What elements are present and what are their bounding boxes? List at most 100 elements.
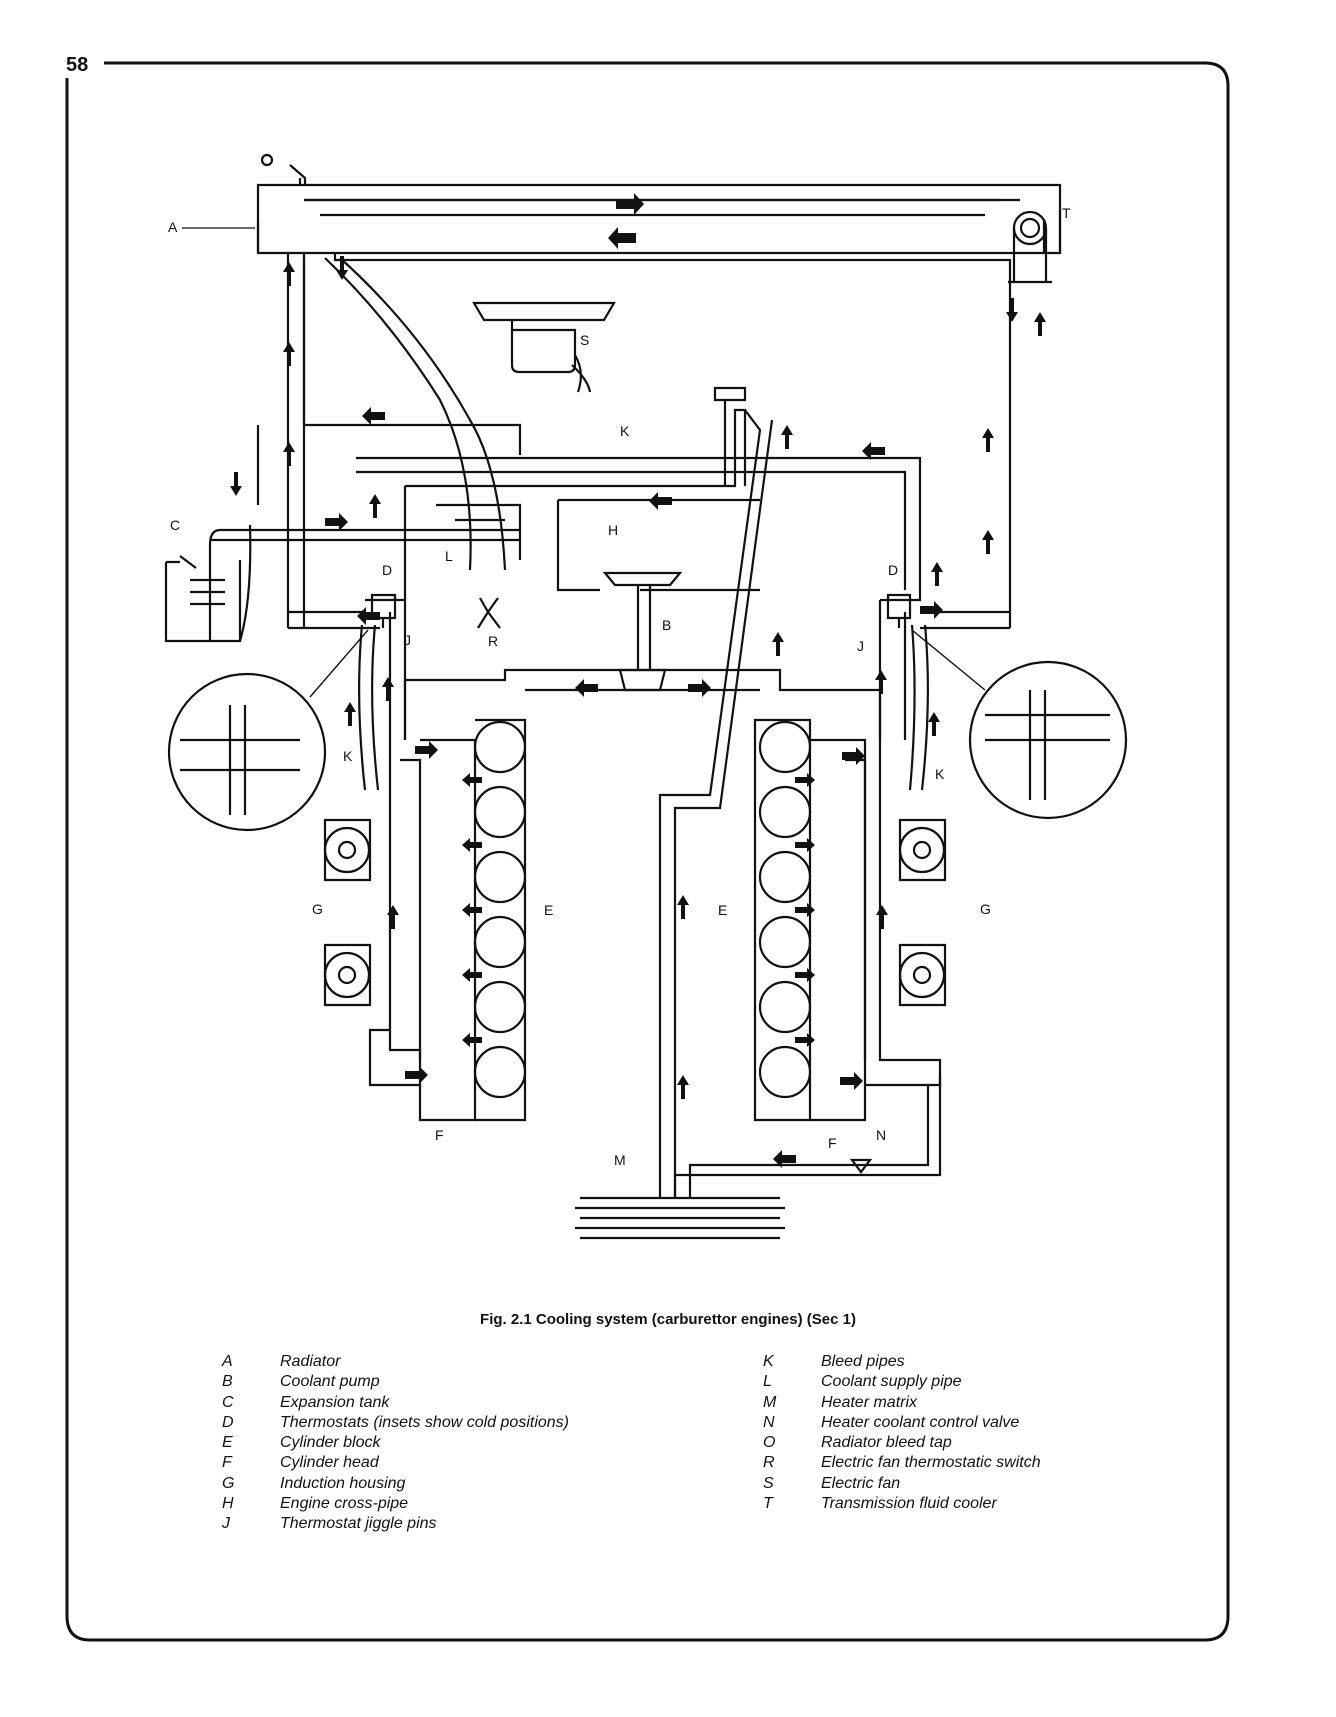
label-n: N	[876, 1127, 886, 1143]
label-k-top: K	[620, 423, 630, 439]
flow-arrow	[283, 342, 295, 366]
legend-key: D	[222, 1413, 234, 1431]
legend-key: H	[222, 1495, 234, 1513]
heater-matrix	[575, 1196, 785, 1240]
label-s: S	[580, 332, 589, 348]
legend-text: Thermostats (insets show cold positions)	[280, 1413, 569, 1431]
flow-arrow	[688, 679, 711, 697]
label-m: M	[614, 1152, 626, 1168]
legend-key: R	[763, 1454, 775, 1472]
legend-key: B	[222, 1373, 233, 1391]
transmission-fluid-cooler	[1008, 210, 1052, 284]
label-d-right: D	[888, 562, 898, 578]
flow-arrow	[357, 607, 380, 625]
flow-arrows	[230, 193, 1046, 1168]
figure-caption: Fig. 2.1 Cooling system (carburettor eng…	[480, 1311, 856, 1328]
flow-arrow	[795, 773, 815, 787]
flow-arrow	[283, 262, 295, 286]
flow-arrow	[575, 679, 598, 697]
flow-arrow	[415, 741, 438, 759]
legend-item: D Thermostats (insets show cold positions…	[222, 1413, 569, 1433]
flow-arrow	[283, 442, 295, 466]
flow-arrow	[608, 227, 636, 249]
right-inset	[968, 660, 1128, 820]
flow-arrow	[875, 670, 887, 694]
label-j-right: J	[857, 638, 864, 654]
legend-key: S	[763, 1474, 774, 1492]
legend-item: N Heater coolant control valve	[763, 1413, 1041, 1433]
legend-key: L	[763, 1373, 772, 1391]
flow-arrow	[982, 428, 994, 452]
expansion-tank	[164, 524, 252, 643]
legend-text: Thermostat jiggle pins	[280, 1515, 437, 1533]
legend-text: Electric fan thermostatic switch	[821, 1454, 1041, 1472]
legend-item: R Electric fan thermostatic switch	[763, 1453, 1041, 1473]
legend-item: B Coolant pump	[222, 1372, 569, 1392]
legend-text: Engine cross-pipe	[280, 1495, 409, 1513]
label-f-right: F	[828, 1135, 837, 1151]
flow-arrow	[773, 1150, 796, 1168]
radiator	[256, 153, 1062, 628]
left-bank	[368, 718, 527, 1122]
legend-text: Heater matrix	[821, 1393, 918, 1411]
flow-arrow	[842, 747, 865, 765]
legend-text: Radiator bleed tap	[821, 1434, 952, 1452]
flow-arrow	[876, 905, 888, 929]
label-f-left: F	[435, 1127, 444, 1143]
induction-housings	[323, 818, 947, 1007]
flow-arrow	[677, 895, 689, 919]
flow-arrow	[677, 1075, 689, 1099]
label-r: R	[488, 633, 498, 649]
flow-arrow	[462, 838, 482, 852]
label-e-right: E	[718, 902, 727, 918]
flow-arrow	[362, 407, 385, 425]
left-cylinders	[473, 720, 527, 1099]
flow-arrow	[920, 601, 943, 619]
legend-text: Heater coolant control valve	[821, 1413, 1020, 1431]
label-j-left: J	[404, 632, 411, 648]
label-b: B	[662, 617, 671, 633]
legend-item: H Engine cross-pipe	[222, 1494, 569, 1514]
legend-item: M Heater matrix	[763, 1393, 1041, 1413]
flow-arrow	[462, 903, 482, 917]
legend-text: Cylinder block	[280, 1434, 381, 1452]
legend-key: T	[763, 1495, 773, 1513]
legend-item: K Bleed pipes	[763, 1352, 1041, 1372]
flow-arrow	[1034, 312, 1046, 336]
legend-text: Coolant pump	[280, 1373, 380, 1391]
legend-key: K	[763, 1353, 774, 1370]
flow-arrow	[931, 562, 943, 586]
legend-item: J Thermostat jiggle pins	[222, 1514, 569, 1534]
legend-key: N	[763, 1413, 775, 1431]
legend-key: C	[222, 1393, 234, 1411]
flow-arrow	[462, 968, 482, 982]
flow-arrow	[230, 472, 242, 496]
flow-arrow	[840, 1072, 863, 1090]
legend-item: L Coolant supply pipe	[763, 1372, 1041, 1392]
label-h: H	[608, 522, 618, 538]
legend-text: Bleed pipes	[821, 1353, 905, 1370]
flow-arrow	[795, 838, 815, 852]
legend-key: F	[222, 1454, 232, 1472]
flow-arrow	[336, 256, 348, 280]
flow-arrow	[387, 905, 399, 929]
flow-arrow	[382, 677, 394, 701]
legend-key: M	[763, 1393, 777, 1411]
legend-text: Induction housing	[280, 1474, 406, 1492]
flow-arrow	[795, 903, 815, 917]
legend-text: Coolant supply pipe	[821, 1373, 962, 1391]
label-g-right: G	[980, 901, 991, 917]
flow-arrow	[616, 193, 644, 215]
flow-arrow	[649, 492, 672, 510]
flow-arrow	[462, 1033, 482, 1047]
label-k-left: K	[343, 748, 353, 764]
legend-key: J	[222, 1515, 230, 1533]
